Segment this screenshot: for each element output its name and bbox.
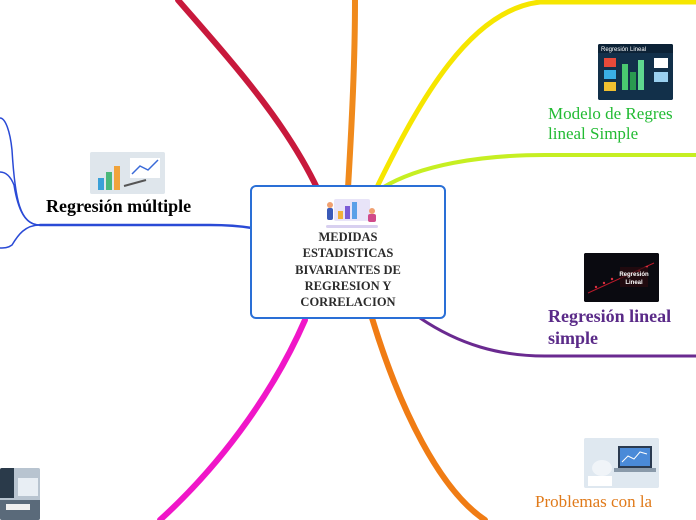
branch-blue-sub-2	[0, 171, 41, 226]
branch-lime	[380, 153, 696, 190]
regresion-lineal-line1: Regresión lineal	[548, 306, 672, 326]
regresion-lineal-line2: simple	[548, 327, 599, 348]
office-photo-icon	[0, 468, 40, 520]
regresion-multiple-image	[90, 152, 165, 194]
branch-purple	[418, 316, 696, 358]
regresion-lineal-image: Regresión Lineal	[584, 253, 659, 302]
branch-yellow	[375, 0, 696, 188]
central-topic[interactable]: MEDIDAS ESTADISTICAS BIVARIANTES DE REGR…	[250, 185, 446, 319]
branch-blue-sub-3	[0, 224, 41, 249]
branch-orange-top	[345, 0, 358, 191]
central-title: MEDIDAS ESTADISTICAS BIVARIANTES DE REGR…	[295, 230, 401, 309]
modelo-regresion-line2: lineal Simple	[548, 124, 639, 144]
modelo-regresion-line1: Modelo de Regres	[548, 104, 673, 123]
people-chart-illustration-icon	[326, 199, 378, 228]
node-problemas[interactable]: Problemas con la	[535, 492, 653, 511]
regresion-thumb-caption-2: Lineal	[625, 280, 643, 286]
node-regresion-lineal-simple[interactable]: Regresión lineal simple	[548, 306, 671, 349]
node-modelo-regresion[interactable]: Modelo de Regres lineal Simple	[548, 104, 673, 145]
problemas-image	[584, 438, 659, 488]
modelo-thumb-caption: Regresión Lineal	[601, 47, 646, 53]
modelo-regresion-image: Regresión Lineal	[598, 44, 673, 100]
regresion-thumb-caption-1: Regresión	[619, 272, 649, 278]
branch-blue	[38, 223, 254, 230]
bottom-left-image	[0, 468, 40, 520]
branch-crimson	[175, 0, 321, 193]
node-regresion-multiple[interactable]: Regresión múltiple	[46, 196, 192, 216]
regression-dark-banner-icon: Regresión Lineal	[584, 253, 659, 302]
regression-dashboard-icon: Regresión Lineal	[598, 44, 673, 100]
bar-chart-photo-icon	[90, 152, 165, 194]
branch-orange-bottom	[369, 315, 488, 520]
branch-magenta	[157, 317, 308, 520]
laptop-analysis-photo-icon	[584, 438, 659, 488]
